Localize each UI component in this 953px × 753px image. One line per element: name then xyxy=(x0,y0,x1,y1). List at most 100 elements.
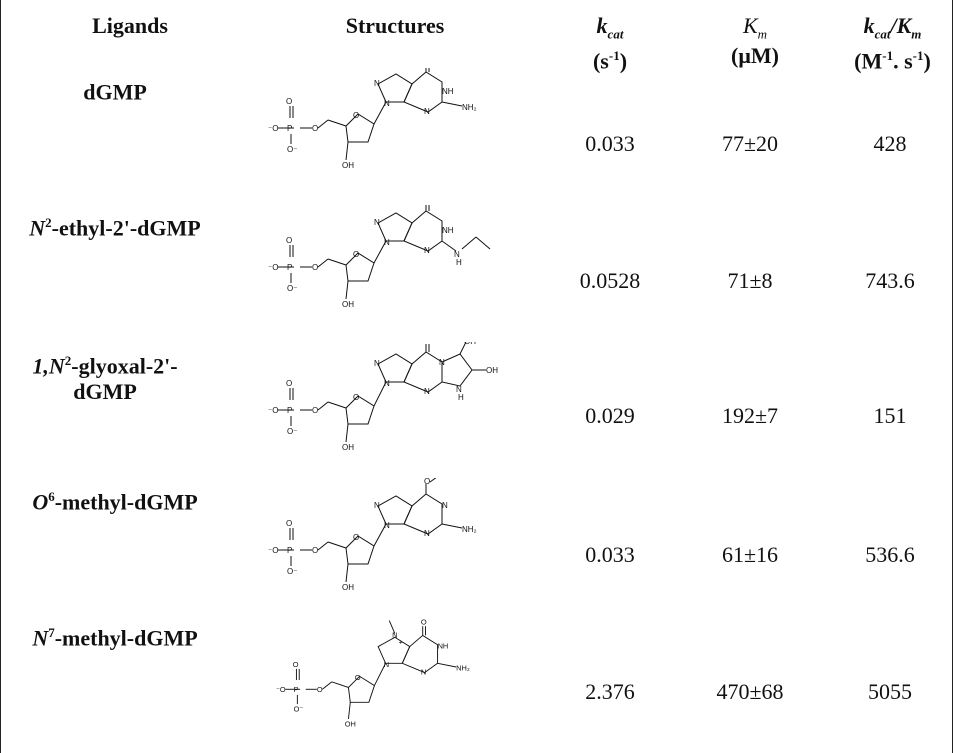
ligand-glyoxal: 1,N2-glyoxal-2'-dGMP xyxy=(32,353,178,405)
svg-text:OH: OH xyxy=(342,583,354,592)
svg-text:N: N xyxy=(384,238,390,247)
svg-text:O: O xyxy=(312,263,318,272)
structure-n7-methyl: O P ⁻O O⁻ O O OH N N + N NH NH₂ O xyxy=(276,617,470,728)
svg-text:NH: NH xyxy=(442,226,454,235)
kcat-value: 0.029 xyxy=(585,403,635,428)
svg-text:N: N xyxy=(442,501,448,510)
svg-text:O: O xyxy=(286,236,292,245)
svg-text:N: N xyxy=(456,385,462,394)
svg-text:N: N xyxy=(424,107,430,116)
svg-text:O⁻: O⁻ xyxy=(287,145,297,154)
svg-text:O⁻: O⁻ xyxy=(294,705,304,714)
kcat-value: 2.376 xyxy=(585,679,635,704)
svg-text:O: O xyxy=(353,393,359,402)
header-kcat-km: kcat/Km (M-1. s-1) xyxy=(854,13,931,74)
svg-text:O: O xyxy=(424,478,430,486)
svg-text:O: O xyxy=(317,685,323,694)
structure-n2-ethyl: O P ⁻O O⁻ O O OH N N N NH N H O xyxy=(268,205,491,309)
svg-text:O: O xyxy=(312,406,318,415)
svg-text:OH: OH xyxy=(342,443,354,452)
svg-text:N: N xyxy=(384,521,390,530)
km-value: 71±8 xyxy=(727,268,773,293)
svg-text:O⁻: O⁻ xyxy=(287,427,297,436)
svg-text:O: O xyxy=(353,250,359,259)
svg-text:⁻O: ⁻O xyxy=(268,263,278,272)
svg-text:O: O xyxy=(286,97,292,106)
ratio-value: 743.6 xyxy=(865,268,915,293)
svg-text:⁻O: ⁻O xyxy=(268,406,278,415)
svg-text:N: N xyxy=(424,529,430,538)
ratio-value: 151 xyxy=(873,403,907,428)
svg-text:N: N xyxy=(384,379,390,388)
ratio-value: 536.6 xyxy=(865,542,915,567)
svg-text:NH₂: NH₂ xyxy=(462,103,477,112)
kcat-value: 0.0528 xyxy=(579,268,641,293)
svg-text:P: P xyxy=(287,406,292,415)
svg-text:N: N xyxy=(424,246,430,255)
svg-text:H: H xyxy=(456,258,462,267)
svg-text:⁻O: ⁻O xyxy=(268,546,278,555)
header-km: Km (μM) xyxy=(731,13,779,69)
svg-text:OH: OH xyxy=(345,719,356,728)
ligand-n7-methyl: N7-methyl-dGMP xyxy=(32,625,198,651)
svg-text:N: N xyxy=(374,359,380,368)
svg-text:N: N xyxy=(439,358,445,367)
svg-text:NH: NH xyxy=(438,641,449,650)
svg-text:O⁻: O⁻ xyxy=(287,567,297,576)
svg-text:P: P xyxy=(287,546,292,555)
svg-text:NH: NH xyxy=(442,87,454,96)
svg-text:O: O xyxy=(286,519,292,528)
svg-text:N: N xyxy=(421,667,426,676)
svg-text:O: O xyxy=(424,342,430,344)
svg-text:N: N xyxy=(384,660,389,669)
svg-text:O: O xyxy=(312,546,318,555)
km-value: 61±16 xyxy=(721,542,779,567)
svg-text:O: O xyxy=(353,533,359,542)
km-value: 192±7 xyxy=(721,403,779,428)
svg-text:OH: OH xyxy=(464,342,476,346)
svg-text:P: P xyxy=(294,685,299,694)
svg-text:N: N xyxy=(454,250,460,259)
header-structures: Structures xyxy=(345,13,445,38)
structure-dgmp: O P ⁻O O⁻ O O OH N N N NH NH₂ O xyxy=(268,68,477,170)
ligand-o6-methyl: O6-methyl-dGMP xyxy=(32,489,198,515)
svg-text:N: N xyxy=(374,218,380,227)
ratio-value: 5055 xyxy=(868,679,912,704)
svg-text:⁻O: ⁻O xyxy=(268,124,278,133)
svg-text:P: P xyxy=(287,263,292,272)
svg-text:H: H xyxy=(458,393,464,402)
kcat-value: 0.033 xyxy=(585,542,635,567)
structure-glyoxal: O P ⁻O O⁻ O O OH N N N N N H OH OH O xyxy=(268,342,498,452)
svg-text:⁻O: ⁻O xyxy=(276,685,286,694)
svg-text:N: N xyxy=(374,79,380,88)
km-value: 470±68 xyxy=(716,679,784,704)
svg-text:N: N xyxy=(424,387,430,396)
svg-text:OH: OH xyxy=(486,366,498,375)
svg-text:O: O xyxy=(353,111,359,120)
ratio-value: 428 xyxy=(873,131,907,156)
svg-text:N: N xyxy=(392,630,397,639)
svg-text:OH: OH xyxy=(342,161,354,170)
structure-o6-methyl: O P ⁻O O⁻ O O OH N N N N NH₂ O xyxy=(268,478,477,592)
svg-text:O: O xyxy=(312,124,318,133)
ligand-dgmp: dGMP xyxy=(83,79,147,105)
km-value: 77±20 xyxy=(721,131,779,156)
svg-text:OH: OH xyxy=(342,300,354,309)
left-border xyxy=(0,0,1,753)
svg-text:NH₂: NH₂ xyxy=(456,664,470,673)
header-ligands: Ligands xyxy=(92,13,168,38)
svg-text:N: N xyxy=(384,99,390,108)
svg-text:P: P xyxy=(287,124,292,133)
svg-text:+: + xyxy=(399,638,403,647)
svg-text:N: N xyxy=(374,501,380,510)
header-kcat: kcat (s-1) xyxy=(592,13,628,74)
svg-text:O: O xyxy=(355,673,361,682)
svg-text:O: O xyxy=(421,617,427,626)
svg-text:NH₂: NH₂ xyxy=(462,525,477,534)
svg-text:O⁻: O⁻ xyxy=(287,284,297,293)
kcat-value: 0.033 xyxy=(585,131,635,156)
ligand-n2-ethyl: N2-ethyl-2'-dGMP xyxy=(29,215,201,241)
svg-text:O: O xyxy=(286,379,292,388)
svg-text:O: O xyxy=(293,660,299,669)
